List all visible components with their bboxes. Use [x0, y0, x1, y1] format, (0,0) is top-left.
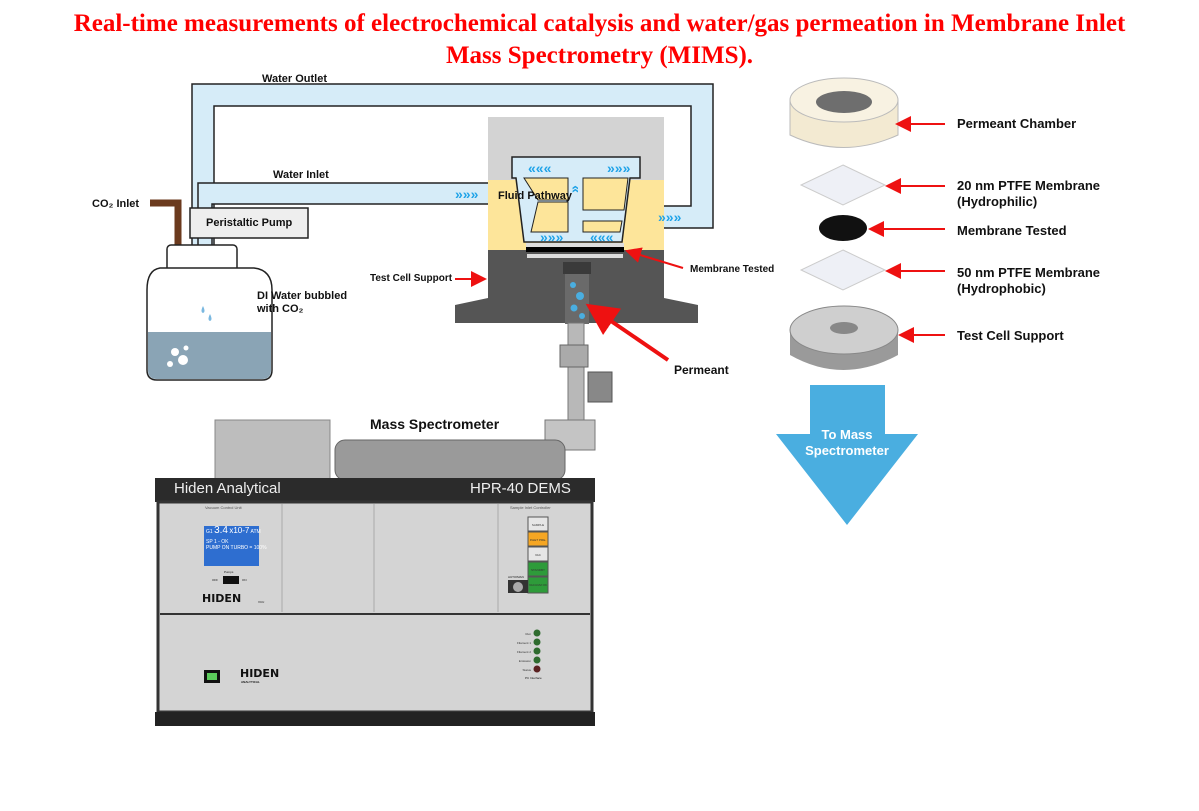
button-sample[interactable]: SAMPLE	[531, 523, 545, 527]
to-ms-line-2: Spectrometer	[805, 443, 889, 458]
test-cell-support-right-label: Test Cell Support	[957, 328, 1064, 343]
sic-label: Sample Inlet Controller	[510, 505, 551, 510]
flow-arrows: »»» ««« »»» »»» »»» ««« »	[455, 160, 682, 245]
svg-text:»: »	[566, 185, 582, 193]
ptfe-20nm-type: (Hydrophilic)	[957, 194, 1038, 209]
svg-text:»»»: »»»	[607, 160, 631, 176]
inlet-tubing	[544, 322, 613, 451]
display-sp: SP 1 - OK	[206, 539, 229, 545]
display-unit: ATM	[250, 529, 261, 535]
ptfe-20nm-label: 20 nm PTFE Membrane(Hydrophilic)	[957, 178, 1100, 210]
svg-text:»»»: »»»	[455, 186, 479, 202]
display-exp: x10-7	[229, 526, 250, 535]
ptfe-50nm-label: 50 nm PTFE Membrane(Hydrophobic)	[957, 265, 1100, 297]
membrane-tested-label: Membrane Tested	[690, 264, 775, 275]
to-mass-spectrometer-arrow	[776, 385, 918, 525]
membrane-tested-right-label: Membrane Tested	[957, 223, 1067, 238]
button-inlet-prevac[interactable]: INLET PRE-VAC	[529, 538, 547, 557]
to-ms-line-1: To Mass	[821, 427, 873, 442]
led-labels: Run Filament 1 Filament 2 Emission Statu…	[505, 630, 531, 675]
svg-text:»»»: »»»	[540, 229, 564, 245]
water-outlet-label: Water Outlet	[262, 73, 327, 85]
led-run: Run	[525, 632, 531, 636]
hiden-logo-sub: ANALYTICAL	[241, 680, 260, 684]
instrument-model: HPR-40 DEMS	[470, 480, 571, 497]
button-vacuum-ok[interactable]: VACUUM OK	[529, 583, 547, 587]
display-value: 3.4	[214, 525, 228, 536]
peristaltic-pump-label: Peristaltic Pump	[206, 217, 293, 229]
display-prefix: G1	[206, 529, 213, 535]
hiden-logo-main: HIDEN	[240, 667, 280, 680]
ptfe-50nm-name: 50 nm PTFE Membrane	[957, 265, 1101, 280]
tested-membrane	[819, 215, 867, 241]
vcu-tag: VCU	[258, 600, 265, 604]
peristaltic-pump	[189, 207, 309, 239]
button-standby[interactable]: STANDBY	[531, 568, 545, 572]
automan-label: AUTO/MAN	[508, 575, 524, 579]
test-cell	[455, 117, 698, 324]
co2-inlet-label: CO₂ Inlet	[92, 198, 140, 210]
svg-text:«««: «««	[528, 160, 552, 176]
water-inlet-label: Water Inlet	[273, 169, 329, 181]
test-cell-support-disc	[789, 305, 899, 370]
water-bottle	[146, 244, 273, 381]
ptfe-50nm-membrane	[799, 249, 887, 291]
di-water-label-1: DI Water bubbled	[257, 290, 348, 302]
arrow-membrane-tested	[625, 247, 684, 269]
display-pump: PUMP ON TURBO = 100%	[206, 545, 267, 551]
fluid-pathway-label: Fluid Pathway	[498, 190, 572, 202]
permeant-chamber-label: Permeant Chamber	[957, 116, 1077, 131]
led-status: Status	[522, 668, 531, 672]
ptfe-20nm-name: 20 nm PTFE Membrane	[957, 178, 1101, 193]
instrument-brand: Hiden Analytical	[174, 480, 281, 497]
ptfe-20nm-membrane	[799, 164, 887, 206]
permeant-chamber	[789, 77, 899, 148]
permeant-label: Permeant	[674, 363, 729, 377]
off-label: OFF	[212, 578, 218, 582]
vcu-label: Vacuum Control Unit	[205, 505, 242, 510]
vcu-display: G1 3.4 x10-7 ATM SP 1 - OK PUMP ON TURBO…	[206, 525, 267, 552]
svg-text:«««: «««	[590, 229, 614, 245]
ptfe-50nm-type: (Hydrophobic)	[957, 281, 1046, 296]
sample-inlet-buttons: SAMPLE INLET PRE-VAC STANDBY VACUUM OK	[528, 518, 548, 593]
pumps-label: Pumps	[224, 570, 234, 574]
led-filament-2: Filament 2	[516, 650, 531, 654]
pc-interface-label: PC Interface	[525, 676, 542, 680]
hiden-logo-vcu: HIDEN	[202, 592, 242, 605]
di-water-label-2: with CO₂	[257, 303, 304, 315]
led-emission: Emission	[518, 659, 531, 663]
title-line-2: Mass Spectrometry (MIMS).	[445, 42, 754, 69]
page-title: Real-time measurements of electrochemica…	[0, 8, 1199, 72]
arrow-permeant	[585, 303, 670, 362]
svg-text:»»»: »»»	[658, 209, 682, 225]
on-label: ON	[242, 578, 247, 582]
title-line-1: Real-time measurements of electrochemica…	[73, 10, 1126, 37]
mass-spectrometer	[155, 419, 595, 726]
test-cell-support-label: Test Cell Support	[370, 273, 453, 284]
mass-spectrometer-label: Mass Spectrometer	[370, 416, 500, 432]
led-filament-1: Filament 1	[516, 641, 531, 645]
